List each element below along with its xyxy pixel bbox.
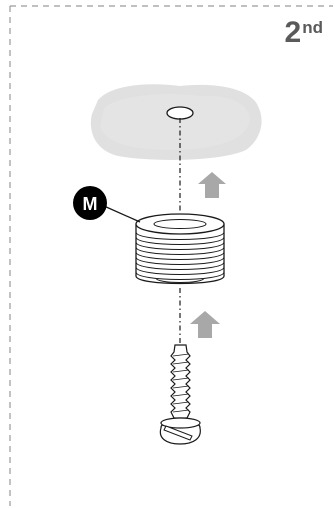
callout-leader xyxy=(103,205,141,223)
step-ordinal-suffix: nd xyxy=(302,18,323,37)
step-number-label: 2nd xyxy=(285,18,323,48)
mounting-surface xyxy=(90,84,262,160)
screw xyxy=(159,344,201,445)
step-number: 2 xyxy=(284,16,302,49)
part-callout-letter: M xyxy=(83,194,98,214)
arrow-up-icon xyxy=(190,311,220,338)
arrow-up-icon xyxy=(198,172,226,198)
part-callout-badge: M xyxy=(73,186,107,220)
mounting-hole xyxy=(166,106,194,120)
threaded-spacer xyxy=(135,213,225,285)
